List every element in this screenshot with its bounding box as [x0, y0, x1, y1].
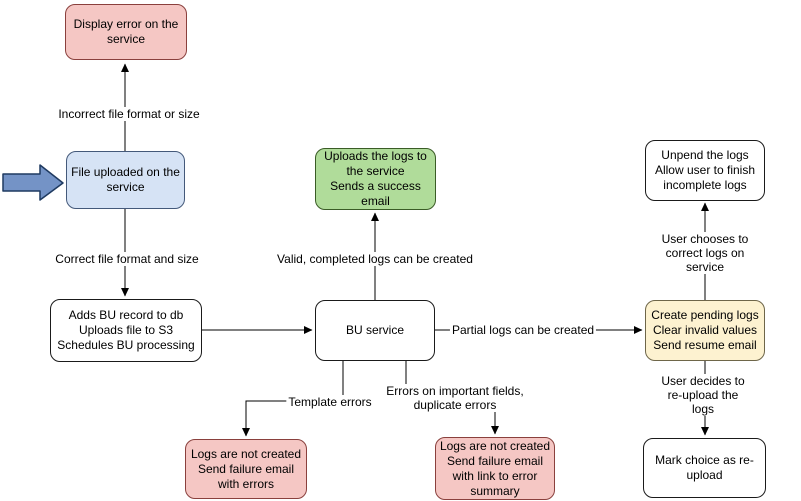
node-create-pending-logs: Create pending logs Clear invalid values…: [645, 300, 765, 361]
node-adds-bu-record: Adds BU record to db Uploads file to S3 …: [50, 299, 202, 362]
edge-label-template-errors: Template errors: [286, 395, 374, 409]
node-bu-service: BU service: [315, 300, 435, 361]
node-unpend-logs: Unpend the logs Allow user to finish inc…: [645, 140, 765, 201]
node-uploads-logs-success: Uploads the logs to the service Sends a …: [315, 148, 436, 210]
edge-label-incorrect-format: Incorrect file format or size: [56, 107, 202, 121]
node-mark-choice-reupload: Mark choice as re- upload: [643, 438, 766, 498]
entry-arrow-icon: [2, 164, 64, 201]
edge-label-user-chooses: User chooses to correct logs on service: [657, 232, 753, 274]
edge-label-important-fields: Errors on important fields, duplicate er…: [384, 384, 526, 412]
edge-label-partial-logs: Partial logs can be created: [449, 323, 597, 337]
node-file-uploaded: File uploaded on the service: [66, 151, 185, 209]
edge-label-correct-format: Correct file format and size: [53, 252, 201, 266]
edge-label-valid-logs: Valid, completed logs can be created: [275, 252, 475, 266]
node-logs-not-created-summary: Logs are not created Send failure email …: [435, 437, 555, 500]
node-logs-not-created-errors: Logs are not created Send failure email …: [185, 439, 307, 499]
node-display-error: Display error on the service: [65, 4, 187, 60]
edge-label-user-decides: User decides to re-upload the logs: [654, 374, 752, 416]
